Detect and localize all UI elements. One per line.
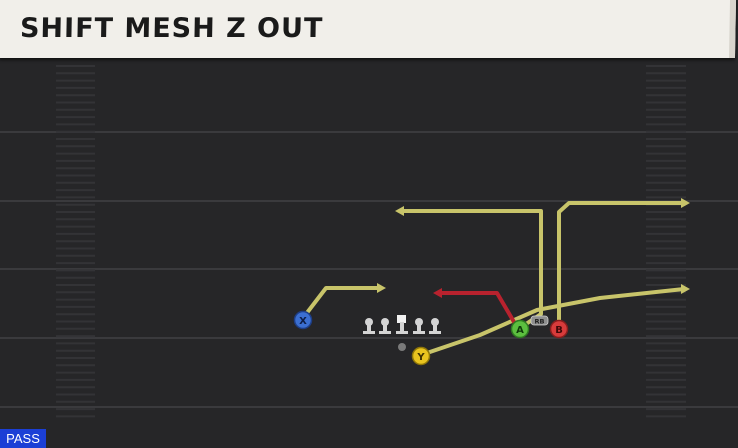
title-bar-edge (728, 0, 736, 58)
hash-marks (56, 65, 686, 418)
play-title: SHIFT MESH Z OUT (19, 13, 324, 44)
y-route (419, 287, 686, 357)
b-route (557, 201, 686, 330)
y-route-arrow (681, 284, 690, 294)
lineman (429, 318, 441, 334)
x-route-arrow (377, 283, 386, 293)
x-receiver[interactable]: X (293, 310, 313, 330)
lineman (413, 318, 425, 334)
play-type-badge: PASS (0, 429, 46, 448)
x-route (301, 286, 382, 320)
rb-tag: RB (530, 315, 549, 326)
yard-lines (0, 131, 738, 408)
center (396, 315, 408, 334)
b-receiver[interactable]: B (549, 319, 569, 339)
lineman (379, 318, 391, 334)
a-receiver-label: A (516, 325, 524, 336)
a-red-route-arrow (433, 288, 442, 298)
arrowheads (377, 198, 690, 298)
offensive-line (363, 315, 441, 334)
a-red-route (438, 291, 516, 324)
a-route-arrow (395, 206, 404, 216)
y-receiver[interactable]: Y (411, 346, 431, 366)
b-route-arrow (681, 198, 690, 208)
x-receiver-label: X (299, 316, 307, 327)
rb-tag-label: RB (535, 318, 545, 326)
quarterback (398, 343, 406, 351)
a-receiver[interactable]: A (510, 319, 530, 339)
b-receiver-label: B (555, 325, 563, 336)
lineman (363, 318, 375, 334)
a-route (400, 209, 543, 330)
y-receiver-label: Y (416, 352, 425, 363)
